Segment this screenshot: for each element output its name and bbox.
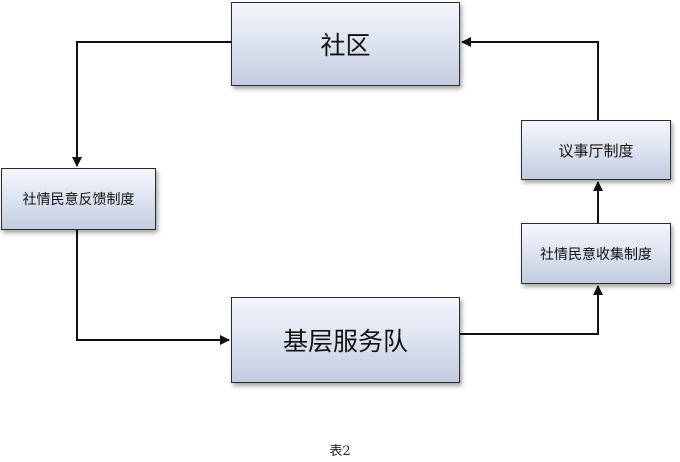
node-council-hall-system: 议事厅制度 — [521, 120, 671, 180]
node-council-hall-system-label: 议事厅制度 — [558, 141, 634, 160]
arrow-team-to-collect — [460, 285, 603, 335]
arrow-hall-to-community — [461, 37, 599, 120]
node-community-label: 社区 — [320, 31, 371, 60]
arrow-feedback-to-team — [76, 230, 230, 345]
arrow-community-to-feedback — [72, 41, 231, 167]
figure-caption: 表2 — [329, 444, 351, 459]
node-feedback-system: 社情民意反馈制度 — [1, 168, 156, 230]
node-feedback-system-label: 社情民意反馈制度 — [22, 192, 135, 208]
node-community: 社区 — [231, 2, 460, 86]
node-service-team: 基层服务队 — [231, 297, 460, 383]
node-collection-system-label: 社情民意收集制度 — [540, 246, 652, 263]
node-collection-system: 社情民意收集制度 — [521, 223, 671, 284]
node-service-team-label: 基层服务队 — [282, 327, 408, 356]
